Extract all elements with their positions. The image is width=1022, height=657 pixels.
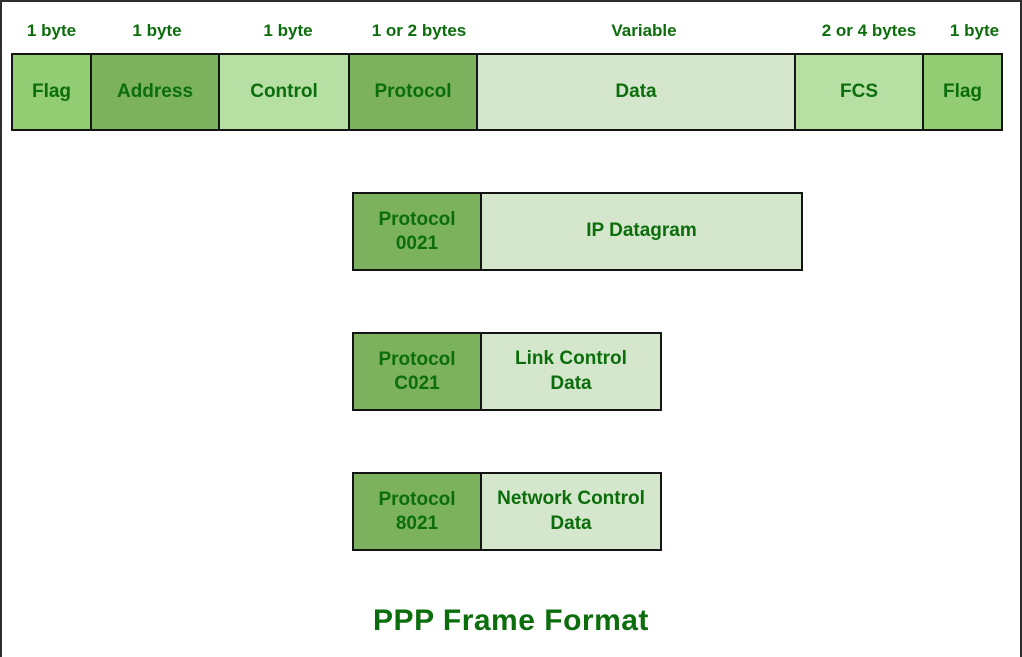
size-label-control: 1 byte	[263, 21, 313, 40]
size-label-data: Variable	[611, 21, 677, 40]
protocol-field-label: Protocol	[378, 208, 456, 230]
size-label-flag-left: 1 byte	[26, 21, 77, 40]
frame-field-flag-right: Flag	[922, 53, 1003, 131]
protocol-field-label: Protocol	[378, 348, 456, 370]
frame-field-row: Flag Address Control Protocol Data FCS F…	[11, 53, 1003, 131]
size-label-address: 1 byte	[132, 21, 182, 40]
protocol-example-lcp: Protocol C021 Link Control Data	[352, 332, 662, 411]
frame-field-protocol: Protocol	[348, 53, 478, 131]
protocol-field-code: C021	[394, 372, 440, 394]
protocol-field-code: 8021	[395, 512, 439, 534]
protocol-field-c021: Protocol C021	[352, 332, 482, 411]
frame-field-control: Control	[218, 53, 350, 131]
frame-field-flag-left: Flag	[11, 53, 92, 131]
payload-network-control-data: Network Control Data	[480, 472, 662, 551]
protocol-field-0021: Protocol 0021	[352, 192, 482, 271]
diagram-title: PPP Frame Format	[373, 604, 649, 637]
protocol-example-ip: Protocol 0021 IP Datagram	[352, 192, 803, 271]
frame-field-data: Data	[476, 53, 796, 131]
frame-field-address: Address	[90, 53, 220, 131]
protocol-field-8021: Protocol 8021	[352, 472, 482, 551]
payload-link-control-data: Link Control Data	[480, 332, 662, 411]
size-label-fcs: 2 or 4 bytes	[821, 21, 917, 40]
protocol-example-ncp: Protocol 8021 Network Control Data	[352, 472, 662, 551]
size-label-protocol: 1 or 2 bytes	[371, 21, 467, 40]
protocol-field-code: 0021	[395, 232, 439, 254]
protocol-field-label: Protocol	[378, 488, 456, 510]
payload-ip-datagram: IP Datagram	[480, 192, 803, 271]
frame-field-fcs: FCS	[794, 53, 924, 131]
size-label-flag-right: 1 byte	[949, 21, 1000, 40]
